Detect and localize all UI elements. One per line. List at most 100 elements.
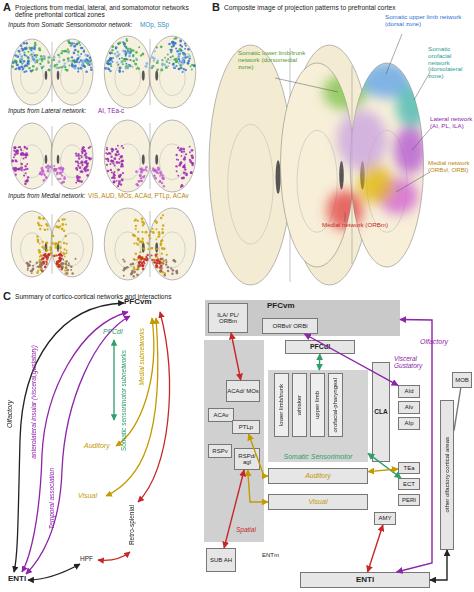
back-brain-section [209,45,371,285]
area-box-vertical: upper limb [310,373,325,437]
projection-dot [160,267,163,270]
projection-dot [27,176,30,179]
projection-zone [394,126,426,174]
projection-dot [41,270,43,272]
projection-dot [176,170,178,172]
projection-dot [58,172,60,174]
projection-dot [43,218,45,220]
projection-dot [36,235,38,237]
projection-dot [74,49,77,52]
projection-dot [59,225,61,227]
projection-dot [187,62,190,65]
projection-dot [68,264,70,266]
projection-dot [27,267,29,269]
projection-dot [47,61,49,63]
projection-dot [56,168,58,170]
projection-dot [36,261,39,264]
projection-dot [122,147,124,149]
projection-dot [41,270,44,273]
projection-dot [114,53,117,56]
projection-dot [123,43,126,46]
projection-dot [158,231,160,233]
area-box: ACAv [208,408,234,422]
projection-dot [135,225,137,227]
projection-dot [34,44,37,47]
projection-dot [164,57,166,59]
projection-dot [182,63,184,65]
projection-dot [63,59,66,62]
projection-dot [182,52,185,55]
projection-dot [120,156,122,158]
hemisphere-outline [209,45,292,285]
projection-dot [162,214,164,216]
projection-dot [152,65,154,67]
ventricle [155,243,158,253]
projection-dot [76,169,78,171]
projection-dot [18,67,21,70]
projection-dot [111,45,114,48]
projection-dot [126,40,128,42]
projection-dot [143,261,145,263]
projection-dot [62,252,64,254]
projection-dot [19,146,21,148]
projection-dot [81,63,83,65]
projection-dot [44,253,47,256]
ventricle [57,71,60,80]
projection-dot [74,67,77,70]
brain-section [104,208,195,280]
projection-dot [121,60,124,63]
projection-dot [122,49,125,52]
projection-dot [86,165,89,168]
projection-dot [133,242,135,244]
leader-line [345,212,346,222]
projection-dot [38,216,41,219]
projection-dot [106,67,108,69]
projection-dot [184,48,186,50]
projection-dot [190,171,192,173]
projection-dot [60,66,63,69]
projection-dot [135,58,137,60]
text-label: Visual [78,492,97,500]
projection-dot [168,43,171,46]
projection-dot [61,223,64,226]
projection-dot [141,240,143,242]
area-box: TEa [398,462,420,474]
projection-dot [25,172,27,174]
projection-dot [178,68,180,70]
projection-dot [153,59,155,61]
midline [52,126,53,186]
text-label: Auditory [84,442,110,450]
projection-dot [144,65,147,68]
projection-dot [181,155,183,157]
projection-dot [180,148,183,151]
projection-dot [137,220,139,222]
projection-dot [176,154,178,156]
projection-dot [157,59,159,61]
projection-dot [41,61,43,63]
hemisphere-outline [11,39,53,105]
projection-dot [27,56,30,59]
projection-dot [36,54,38,56]
projection-dot [182,57,185,60]
projection-dot [163,248,166,251]
projection-dot [177,159,179,161]
projection-dot [121,178,124,181]
text-label: Olfactory [420,338,448,346]
projection-dot [152,231,155,234]
projection-dot [62,259,64,261]
projection-dot [142,265,144,267]
projection-dot [16,149,19,152]
brain-section [104,120,195,192]
projection-dot [161,175,163,177]
projection-dot [117,168,120,171]
projection-dot [137,243,140,246]
projection-dot [83,50,86,53]
projection-dot [74,258,76,260]
white-matter-outline [159,60,185,96]
projection-dot [187,63,189,65]
projection-dot [160,217,162,219]
projection-dot [77,154,80,157]
projection-dot [117,64,119,66]
area-box: ORBvl/ ORBl [262,318,318,334]
